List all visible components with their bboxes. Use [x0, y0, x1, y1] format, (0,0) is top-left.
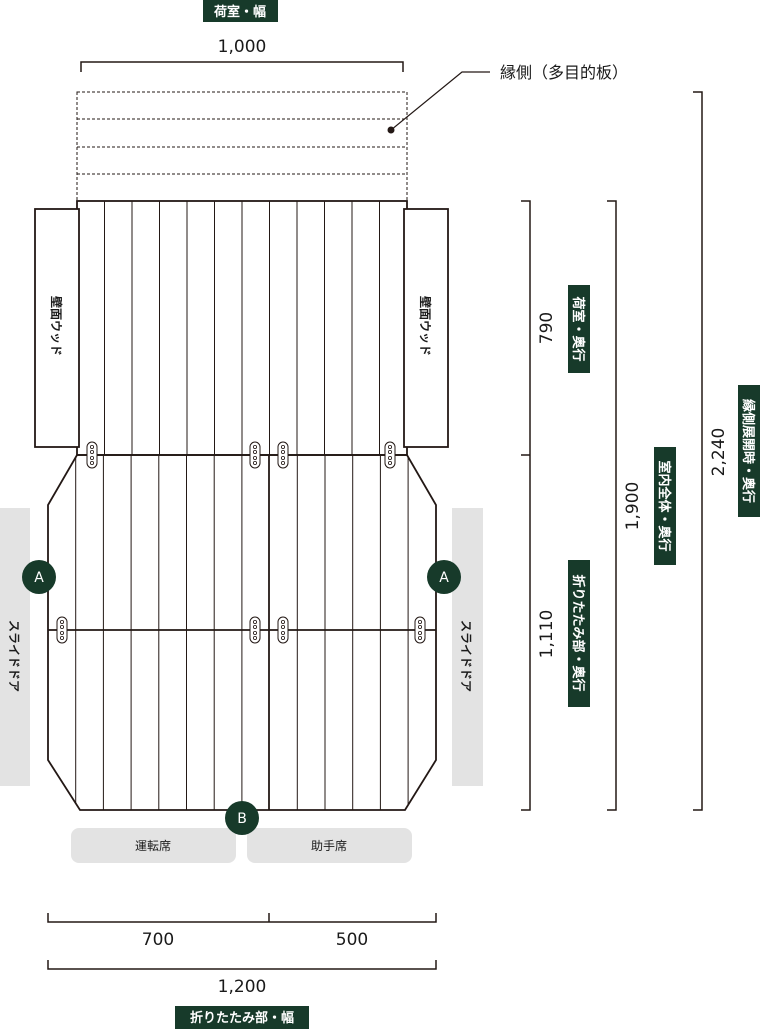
top-width-bracket: [80, 61, 404, 72]
cargo-folding-depth-bracket: [521, 200, 531, 811]
interior-depth-tag: 室内全体・奥行: [654, 447, 676, 565]
hinge: [277, 441, 289, 469]
svg-text:室内全体・奥行: 室内全体・奥行: [656, 460, 672, 551]
svg-text:荷室・奥行: 荷室・奥行: [570, 295, 586, 361]
folding-floor: [47, 454, 437, 811]
marker-a-right: A: [427, 560, 461, 594]
engawa-annotation: 縁側（多目的板）: [500, 63, 628, 82]
svg-text:B: B: [237, 811, 247, 827]
left-width-dimension: 700: [142, 930, 174, 950]
engawa-depth-dimension: 2,240: [709, 428, 729, 477]
marker-b: B: [225, 801, 259, 835]
driver-seat-panel: [71, 828, 236, 863]
slide-door-label-left: スライドドア: [7, 620, 21, 692]
total-width-bracket: [47, 960, 437, 970]
passenger-seat-panel: [247, 828, 412, 863]
cargo-floor-upper: [76, 200, 408, 456]
wall-wood-label-right: 壁面ウッド: [418, 296, 433, 356]
interior-depth-bracket: [607, 200, 617, 811]
slide-door-panel-right: [452, 508, 483, 786]
total-width-dimension: 1,200: [218, 977, 267, 997]
engawa-depth-bracket: [693, 91, 703, 811]
svg-text:A: A: [439, 570, 449, 586]
engawa-open-depth-tag: 縁側展開時・奥行: [738, 385, 760, 517]
hinge: [86, 441, 98, 469]
engawa-leader-line: [390, 71, 490, 131]
wall-wood-label-left: 壁面ウッド: [49, 296, 64, 356]
hinge: [249, 441, 261, 469]
driver-seat-label: 運転席: [135, 838, 171, 853]
svg-text:折りたたみ部・奥行: 折りたたみ部・奥行: [570, 574, 586, 691]
right-width-dimension: 500: [336, 930, 368, 950]
folding-width-tag: 折りたたみ部・幅: [175, 1006, 309, 1029]
svg-text:A: A: [34, 570, 44, 586]
floor-planks-folding: [75, 455, 409, 810]
svg-text:折りたたみ部・幅: 折りたたみ部・幅: [190, 1010, 294, 1026]
hinge: [56, 616, 68, 644]
engawa-leader-dot: [387, 126, 395, 134]
top-width-dimension: 1,000: [218, 37, 267, 57]
cargo-depth-dimension: 790: [537, 312, 557, 344]
hinge: [277, 616, 289, 644]
marker-a-left: A: [22, 560, 56, 594]
cargo-width-tag: 荷室・幅: [203, 0, 278, 22]
hinge-group: [56, 441, 426, 644]
engawa-board: [76, 91, 408, 202]
passenger-seat-label: 助手席: [311, 838, 347, 853]
floor-planks-upper: [104, 201, 380, 455]
svg-text:荷室・幅: 荷室・幅: [213, 4, 266, 20]
cargo-depth-tag: 荷室・奥行: [568, 285, 590, 373]
hinge: [414, 616, 426, 644]
folding-depth-dimension: 1,110: [537, 610, 557, 659]
hinge: [249, 616, 261, 644]
split-width-bracket: [47, 913, 437, 923]
slide-door-panel-left: [0, 508, 30, 786]
folding-depth-tag: 折りたたみ部・奥行: [568, 560, 590, 707]
wall-wood-right: [403, 208, 449, 448]
svg-text:縁側展開時・奥行: 縁側展開時・奥行: [740, 399, 756, 503]
hinge: [384, 441, 396, 469]
wall-wood-left: [34, 208, 80, 448]
interior-depth-dimension: 1,900: [623, 482, 643, 531]
slide-door-label-right: スライドドア: [459, 620, 473, 692]
